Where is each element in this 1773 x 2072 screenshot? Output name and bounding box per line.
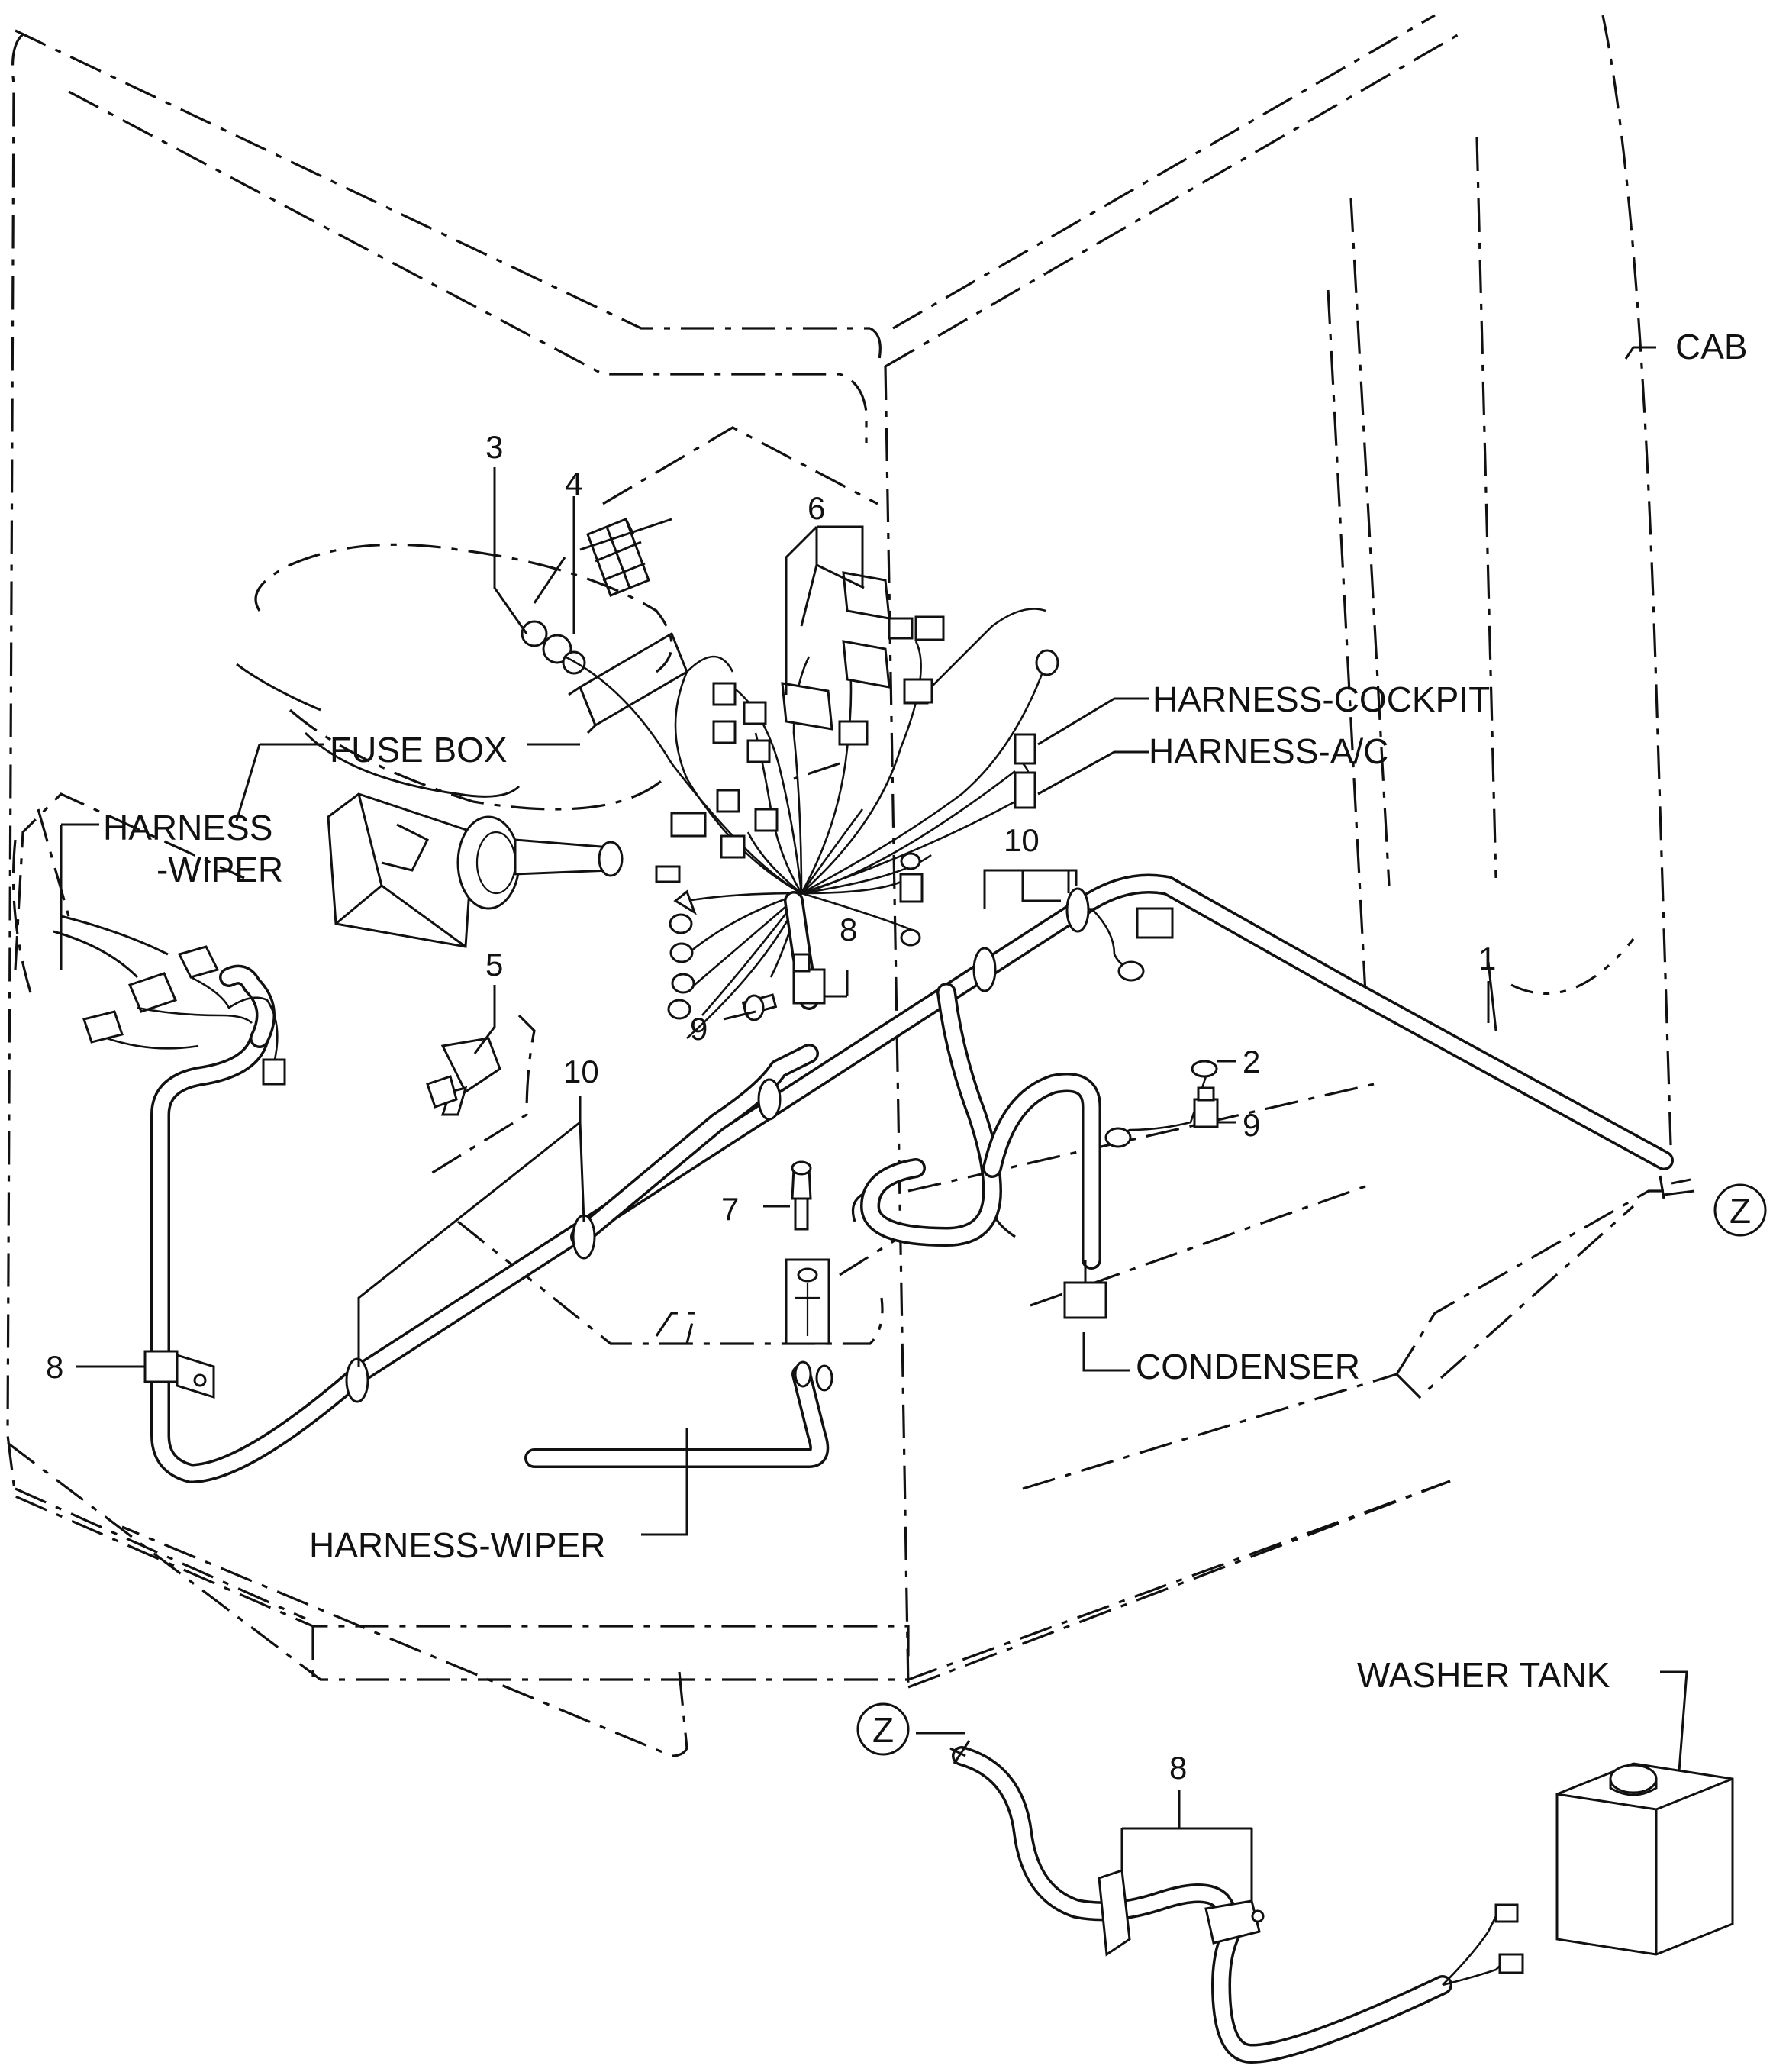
washer-tank [1555, 1762, 1734, 1956]
callout-8-left: 8 [46, 1349, 63, 1385]
connector-3 [521, 620, 548, 647]
callout-2: 2 [1243, 1044, 1260, 1080]
main-harness [143, 873, 1674, 1483]
callout-9-left: 9 [690, 1011, 708, 1047]
callout-8-bottom: 8 [1169, 1750, 1187, 1786]
callout-5: 5 [485, 947, 503, 983]
label-fuse-box: FUSE BOX [330, 730, 508, 770]
callout-10-left: 10 [563, 1054, 599, 1089]
clamp-8-left [143, 1350, 215, 1399]
callout-4: 4 [565, 466, 582, 502]
switch-5 [426, 1037, 501, 1116]
callout-8-center: 8 [840, 912, 857, 947]
label-harness-cockpit: HARNESS-COCKPIT [1152, 679, 1490, 719]
callout-1: 1 [1478, 941, 1496, 976]
washer-detail [949, 1740, 1734, 2064]
clamp-8-center [792, 953, 826, 1005]
callout-7: 7 [721, 1191, 739, 1227]
label-condenser: CONDENSER [1136, 1347, 1360, 1386]
clamp-8-bottom-a [1098, 1868, 1131, 1957]
clamp-10a [1065, 887, 1090, 933]
ref-z-top: Z [1713, 1183, 1767, 1237]
relay-6a [842, 571, 891, 620]
lever-base [456, 815, 521, 910]
pin-7 [785, 1160, 830, 1345]
callout-9-right: 9 [1243, 1107, 1260, 1143]
callout-10-top: 10 [1004, 822, 1040, 858]
callout-3: 3 [485, 429, 503, 465]
ref-z-bottom: Z [856, 1702, 910, 1756]
label-cab: CAB [1675, 327, 1748, 366]
callout-6: 6 [808, 490, 825, 526]
label-harness-wiper-left-1: HARNESS [103, 808, 272, 847]
left-harness-connectors [53, 915, 286, 1086]
svg-text:Z: Z [872, 1710, 894, 1750]
label-washer-tank: WASHER TANK [1357, 1655, 1610, 1695]
connector-4 [542, 634, 572, 664]
relay-6b [842, 640, 891, 689]
clamp-8-bottom-b [1204, 1899, 1261, 1945]
clamp-10b [972, 947, 997, 992]
harness-ac-connector [1014, 771, 1036, 809]
label-harness-ac: HARNESS-A/C [1149, 731, 1388, 771]
svg-text:Z: Z [1729, 1191, 1751, 1231]
connector-block [712, 682, 737, 706]
harness-cockpit-connector [1014, 733, 1036, 765]
clamp-10c [572, 1214, 596, 1260]
clamp-generic [757, 1078, 782, 1121]
labels: CAB FUSE BOX HARNESS -WIPER HARNESS-COCK… [46, 327, 1767, 1786]
condenser-connector [1063, 1281, 1107, 1319]
label-harness-wiper-bottom: HARNESS-WIPER [309, 1525, 605, 1565]
label-harness-wiper-left-2: -WIPER [156, 850, 283, 889]
clamp-10d [345, 1357, 369, 1403]
leader-lines [60, 346, 1695, 1916]
relay-6c [781, 682, 833, 731]
